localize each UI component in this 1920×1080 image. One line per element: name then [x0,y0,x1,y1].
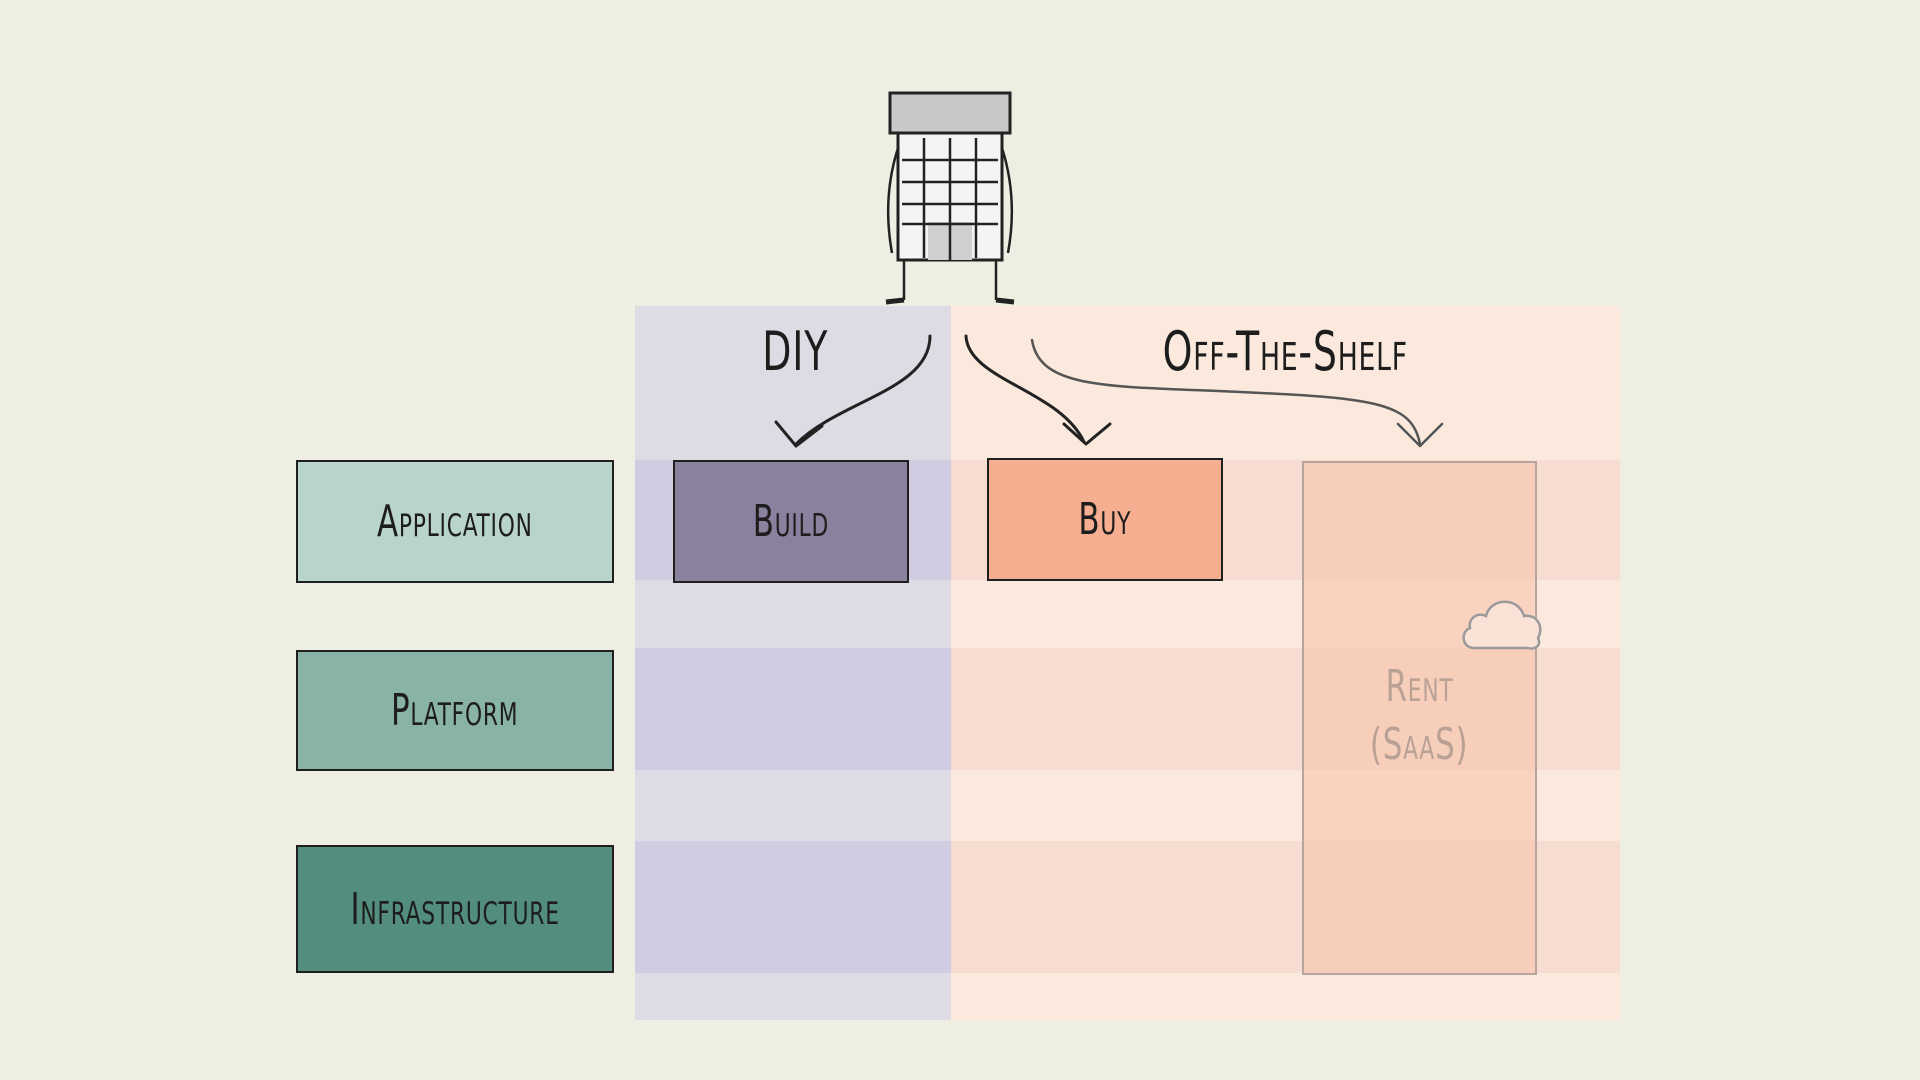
cloud-icon [1462,600,1542,650]
application-layer-box: Application [296,460,614,583]
build-box: Build [673,460,909,583]
application-label: Application [377,496,533,547]
platform-band-diy [635,648,951,770]
rent-text: Rent (SaaS) [1302,658,1537,774]
platform-label: Platform [391,685,519,736]
platform-layer-box: Platform [296,650,614,771]
diy-heading: DIY [762,320,828,383]
rent-label: Rent [1385,661,1454,712]
buy-box: Buy [987,458,1223,581]
buy-label: Buy [1078,494,1132,545]
build-label: Build [752,496,830,547]
saas-label: (SaaS) [1370,719,1469,770]
infrastructure-label: Infrastructure [350,883,560,935]
infrastructure-band-diy [635,841,951,973]
rent-arrow [1030,338,1444,448]
rent-box [1302,461,1537,975]
buy-arrow [964,334,1112,446]
off-the-shelf-heading: Off-The-Shelf [1162,320,1408,383]
infrastructure-layer-box: Infrastructure [296,845,614,973]
diy-arrow [774,334,932,448]
building-icon [885,91,1015,305]
